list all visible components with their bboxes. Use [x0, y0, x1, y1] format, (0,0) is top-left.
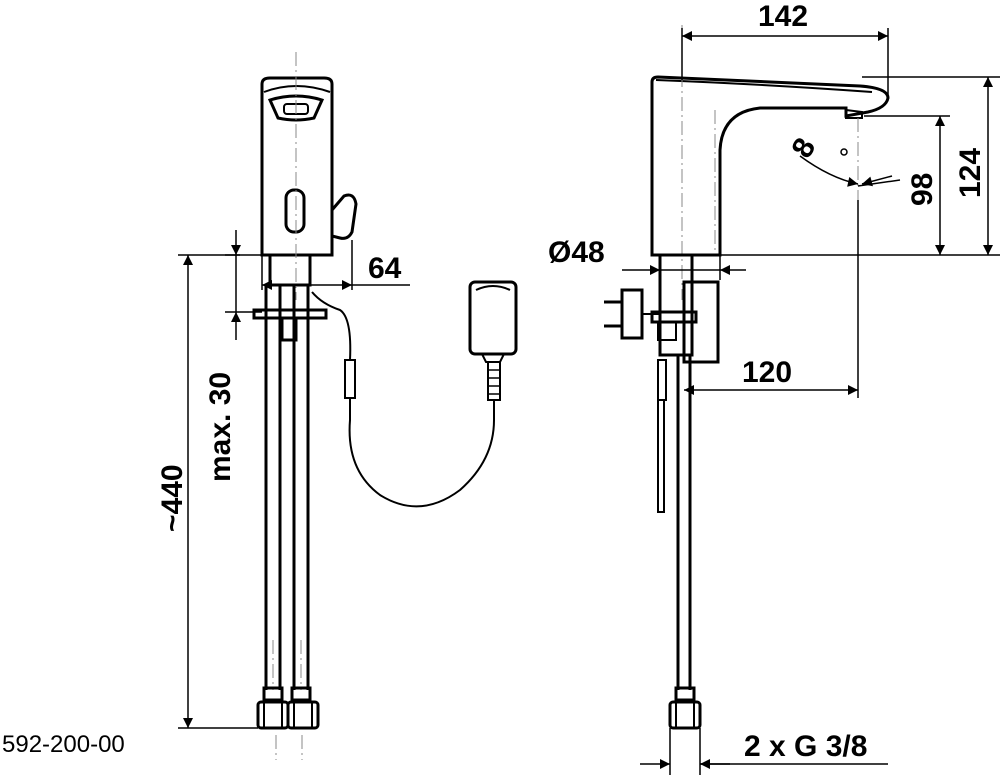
cable-connector — [344, 359, 356, 399]
side-hose-nut — [668, 700, 702, 730]
front-nut — [280, 316, 298, 342]
dim-spout-reach: 142 — [758, 0, 808, 33]
dim-outlet-offset: 120 — [742, 356, 792, 389]
hose-nut-left — [256, 700, 290, 730]
sensor-window — [284, 188, 306, 234]
front-dimensions: 64 max. 30 ~440 — [156, 230, 410, 729]
dim-max-thickness: max. 30 — [204, 372, 237, 482]
power-supply-unit — [468, 280, 518, 356]
side-lever — [330, 193, 358, 240]
side-dimensions: 142 124 98 8 Ø48 120 2 x G 3/8 — [548, 0, 1000, 775]
side-faucet-body — [650, 75, 890, 257]
side-hose — [676, 355, 692, 690]
plug — [620, 288, 644, 340]
dim-diameter: Ø48 — [548, 236, 605, 269]
dim-hose-length: ~440 — [156, 464, 189, 532]
dim-spout-height: 98 — [906, 173, 939, 206]
dim-total-height: 124 — [954, 148, 987, 198]
power-cable — [348, 398, 495, 508]
sensor-cable — [311, 291, 352, 361]
front-view — [252, 52, 518, 760]
hose-left — [264, 285, 282, 690]
side-view — [604, 25, 890, 730]
hose-nut-right — [286, 700, 320, 730]
plug-pins — [604, 300, 622, 328]
front-top-cap — [263, 85, 331, 93]
dim-connection: 2 x G 3/8 — [744, 730, 867, 763]
product-code: 592-200-00 — [2, 731, 125, 758]
hose-right — [292, 285, 310, 690]
side-outlet — [845, 108, 863, 119]
side-shank — [658, 253, 694, 357]
front-shank — [268, 253, 312, 287]
front-faucet-body — [260, 76, 334, 257]
dim-body-width: 64 — [368, 252, 402, 285]
